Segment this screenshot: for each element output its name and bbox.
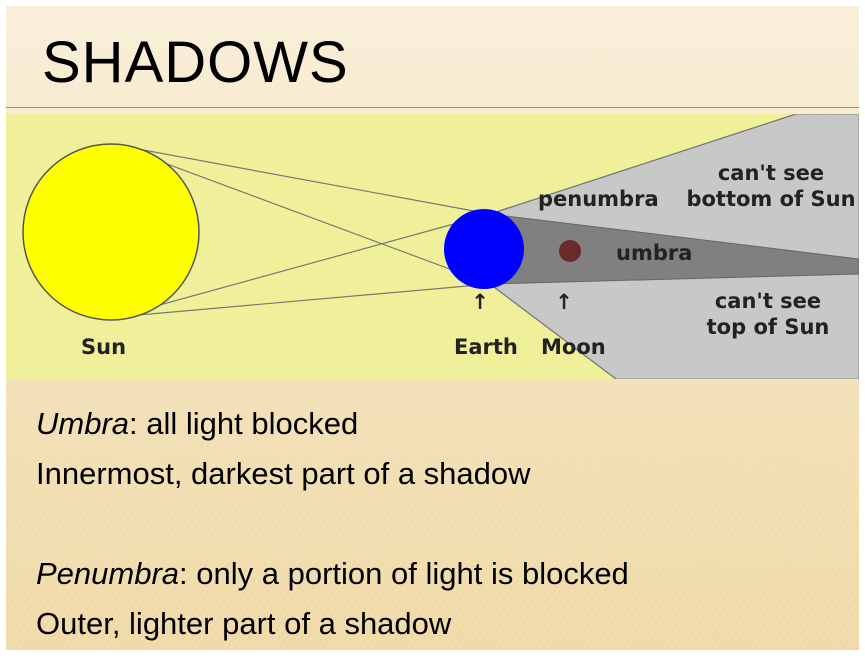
- penumbra-description: only a portion of light is blocked: [187, 556, 629, 591]
- sun-rays: [115, 114, 797, 379]
- penumbra-colon: :: [179, 556, 188, 591]
- umbra-term: Umbra: [36, 406, 130, 441]
- penumbra-definition: Penumbra: only a portion of light is blo…: [36, 549, 629, 599]
- shadow-diagram: Sun ↑ Earth ↑ Moon penumbra umbra can't …: [6, 114, 859, 379]
- ray-top-cross: [115, 144, 491, 285]
- ray-penumbra-top: [489, 114, 797, 215]
- ray-penumbra-bottom: [489, 283, 617, 379]
- sun-shape: [22, 143, 200, 321]
- earth-label: Earth: [454, 335, 518, 359]
- ray-bottom-cross: [115, 213, 491, 318]
- ray-top-outer: [115, 144, 491, 215]
- lower-note-line1: can't see: [715, 289, 821, 313]
- moon-label: Moon: [541, 335, 606, 359]
- ray-bottom-outer: [115, 283, 491, 318]
- penumbra-label: penumbra: [538, 187, 659, 211]
- penumbra-term: Penumbra: [36, 556, 180, 591]
- definitions: Umbra: all light blocked Innermost, dark…: [36, 399, 629, 649]
- umbra-detail: Innermost, darkest part of a shadow: [36, 456, 531, 491]
- slide-title: SHADOWS: [42, 30, 349, 95]
- spacer: [36, 499, 629, 549]
- shadow-diagram-svg: Sun ↑ Earth ↑ Moon penumbra umbra can't …: [6, 114, 859, 379]
- upper-note-line2: bottom of Sun: [686, 187, 855, 211]
- umbra-colon: :: [129, 406, 138, 441]
- title-divider: [6, 107, 859, 108]
- umbra-label: umbra: [616, 241, 692, 265]
- slide: SHADOWS S: [6, 6, 859, 650]
- upper-note-line1: can't see: [718, 161, 824, 185]
- sun-label: Sun: [81, 335, 126, 359]
- earth-shape: [444, 209, 524, 289]
- moon-arrow: ↑: [555, 290, 573, 314]
- penumbra-detail: Outer, lighter part of a shadow: [36, 606, 452, 641]
- moon-shape: [559, 240, 581, 262]
- umbra-definition: Umbra: all light blocked: [36, 399, 629, 449]
- umbra-description: all light blocked: [137, 406, 359, 441]
- earth-arrow: ↑: [471, 290, 489, 314]
- lower-note-line2: top of Sun: [707, 315, 830, 339]
